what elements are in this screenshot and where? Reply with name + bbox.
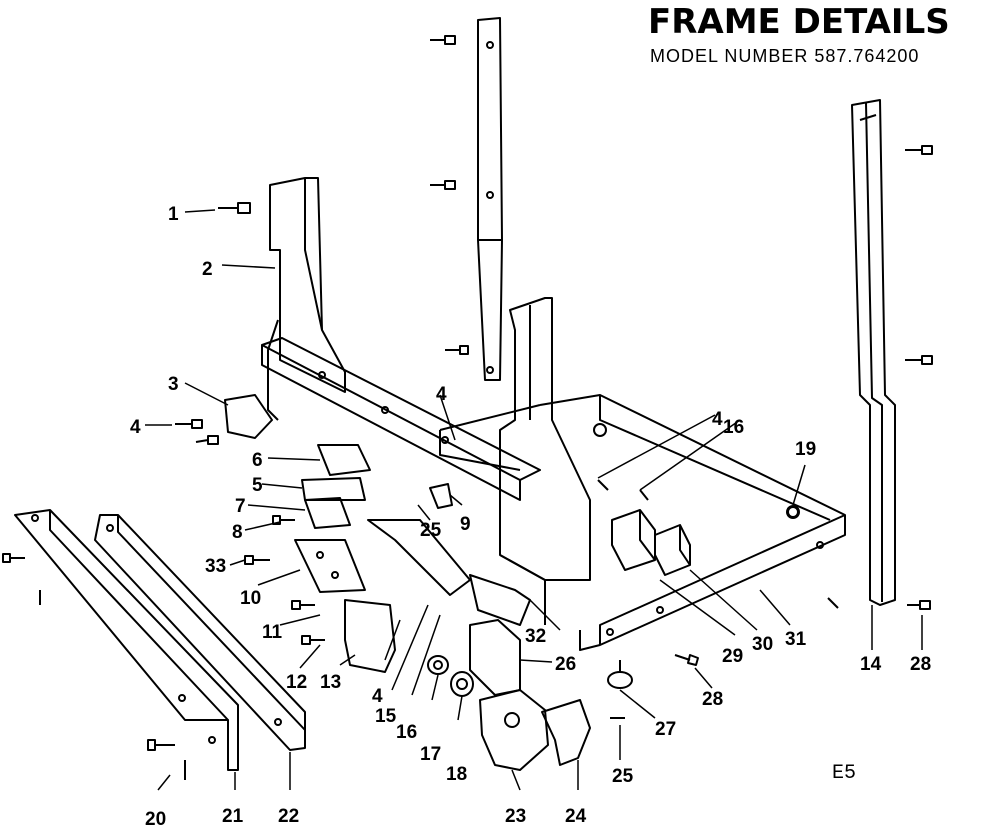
callout-labels: 1 2 3 4 4 4 4 5 6 7 8 9 10 11 12 13 14 1…: [130, 204, 931, 827]
callout-4a: 4: [130, 417, 141, 438]
callout-26: 26: [555, 654, 576, 675]
callout-28a: 28: [702, 689, 723, 710]
callout-4b: 4: [436, 384, 447, 405]
part-14-right-rail: [851, 99, 896, 606]
part-31-base-frame: [439, 394, 846, 651]
callout-8: 8: [232, 522, 243, 543]
callout-31: 31: [785, 629, 807, 650]
leader-lines: [145, 209, 923, 791]
callout-20: 20: [145, 809, 166, 827]
part-center-upright: [499, 297, 591, 625]
part-26-bracket: [469, 619, 521, 696]
callout-2: 2: [202, 259, 213, 280]
callout-6: 6: [252, 450, 263, 471]
callout-12: 12: [286, 672, 307, 693]
model-number: MODEL NUMBER 587.764200: [650, 46, 920, 66]
callout-18: 18: [446, 764, 467, 785]
callout-16a: 16: [723, 417, 744, 438]
callout-10: 10: [240, 588, 261, 609]
callout-24: 24: [565, 806, 587, 827]
part-3-clip: [224, 394, 273, 439]
callout-23: 23: [505, 806, 526, 827]
part-main-crossbar: [261, 337, 541, 501]
part-27-foot: [607, 660, 633, 689]
callout-4d: 4: [372, 686, 383, 707]
part-17-washer: [427, 655, 449, 675]
part-5-plate: [301, 477, 366, 501]
callout-21: 21: [222, 806, 244, 827]
part-top-center-rail: [477, 17, 503, 381]
callout-32: 32: [525, 626, 546, 647]
part-32-clip: [469, 574, 531, 626]
callout-30: 30: [752, 634, 773, 655]
callout-15: 15: [375, 706, 397, 727]
diagram-code: E5: [832, 762, 857, 785]
part-23-hinge-assembly: [479, 689, 549, 771]
callout-16b: 16: [396, 722, 417, 743]
callout-33: 33: [205, 556, 226, 577]
part-18-washer: [450, 671, 474, 697]
part-29-bracket: [611, 509, 656, 571]
callout-1: 1: [168, 204, 179, 225]
callout-27: 27: [655, 719, 676, 740]
part-24-cover: [541, 699, 591, 766]
callout-9: 9: [460, 514, 471, 535]
callout-13: 13: [320, 672, 341, 693]
page-title: FRAME DETAILS: [648, 2, 950, 42]
part-2-left-upright: [267, 177, 346, 421]
part-6-plate: [317, 444, 371, 476]
part-7-bracket: [304, 497, 351, 529]
callout-29: 29: [722, 646, 743, 667]
callout-5: 5: [252, 475, 263, 496]
callout-3: 3: [168, 374, 179, 395]
callout-28b: 28: [910, 654, 931, 675]
part-21-bottom-bracket: [14, 509, 239, 771]
callout-14: 14: [860, 654, 882, 675]
callout-11: 11: [262, 622, 283, 643]
callout-19: 19: [795, 439, 816, 460]
callout-4c: 4: [712, 409, 723, 430]
callout-17: 17: [420, 744, 441, 765]
part-30-bracket: [654, 524, 691, 576]
screws: [2, 35, 933, 780]
part-22-bottom-bracket: [94, 514, 306, 751]
part-13-hinge: [344, 599, 396, 673]
part-10-bar: [294, 539, 366, 593]
callout-25a: 25: [420, 520, 442, 541]
callout-22: 22: [278, 806, 299, 827]
part-9-clip: [429, 483, 453, 509]
part-19-plug: [787, 506, 799, 518]
callout-25b: 25: [612, 766, 634, 787]
part-15-strip: [367, 519, 471, 596]
callout-7: 7: [235, 496, 246, 517]
